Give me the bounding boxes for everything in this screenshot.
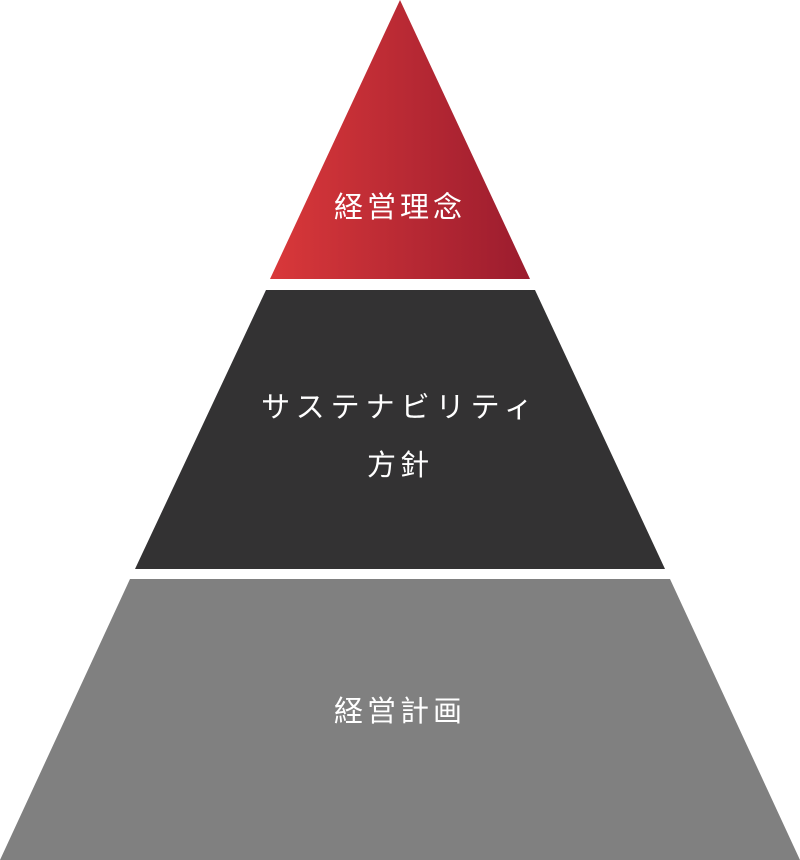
tier-middle-label-line1: サステナビリティ	[261, 390, 539, 424]
tier-top-shape	[270, 0, 530, 279]
tier-middle-label-line2: 方針	[366, 448, 433, 482]
tier-bottom-shape	[0, 579, 800, 860]
tier-middle-shape	[135, 290, 665, 569]
tier-bottom-label: 経営計画	[333, 694, 466, 728]
tier-top-label: 経営理念	[333, 190, 466, 224]
